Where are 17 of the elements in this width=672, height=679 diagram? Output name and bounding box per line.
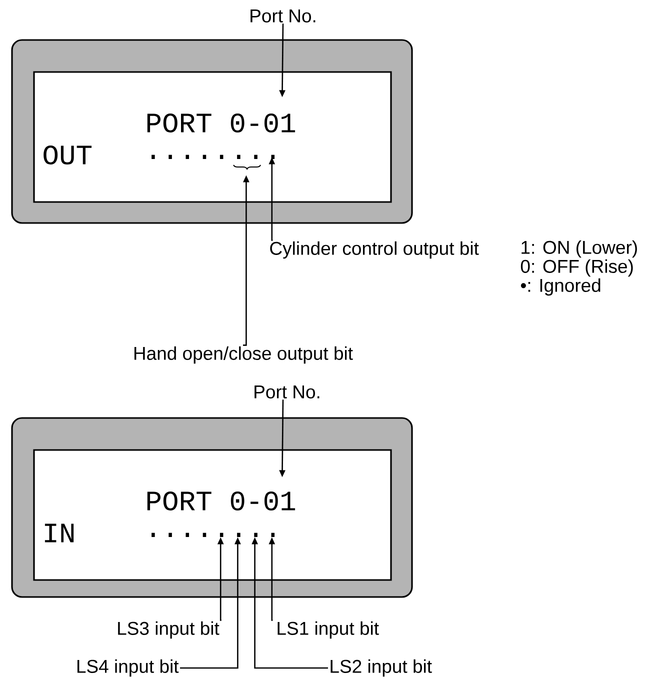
callout-text: Cylinder control output bit — [268, 240, 480, 260]
callout-text: LS4 input bit — [74, 658, 180, 678]
callout-text: Port No. — [252, 384, 322, 400]
display-text: ........ — [152, 532, 275, 537]
display-text: PORT 0-01 — [147, 114, 296, 132]
display-text: OUT — [44, 146, 92, 164]
display-text: PORT 0-01 — [147, 492, 296, 510]
legend-text: 0: OFF (Rise) — [520, 259, 633, 277]
display-text: IN — [44, 524, 74, 542]
callout-text: Port No. — [248, 8, 318, 24]
legend-text: •: Ignored — [520, 278, 600, 296]
callout-text: LS1 input bit — [275, 620, 380, 640]
callout-text: LS3 input bit — [116, 620, 220, 640]
legend-text: 1: ON (Lower) — [522, 240, 637, 258]
callout-text: LS2 input bit — [328, 658, 434, 678]
callout-text: Hand open/close output bit — [132, 345, 354, 365]
display-text: ........ — [152, 154, 275, 159]
